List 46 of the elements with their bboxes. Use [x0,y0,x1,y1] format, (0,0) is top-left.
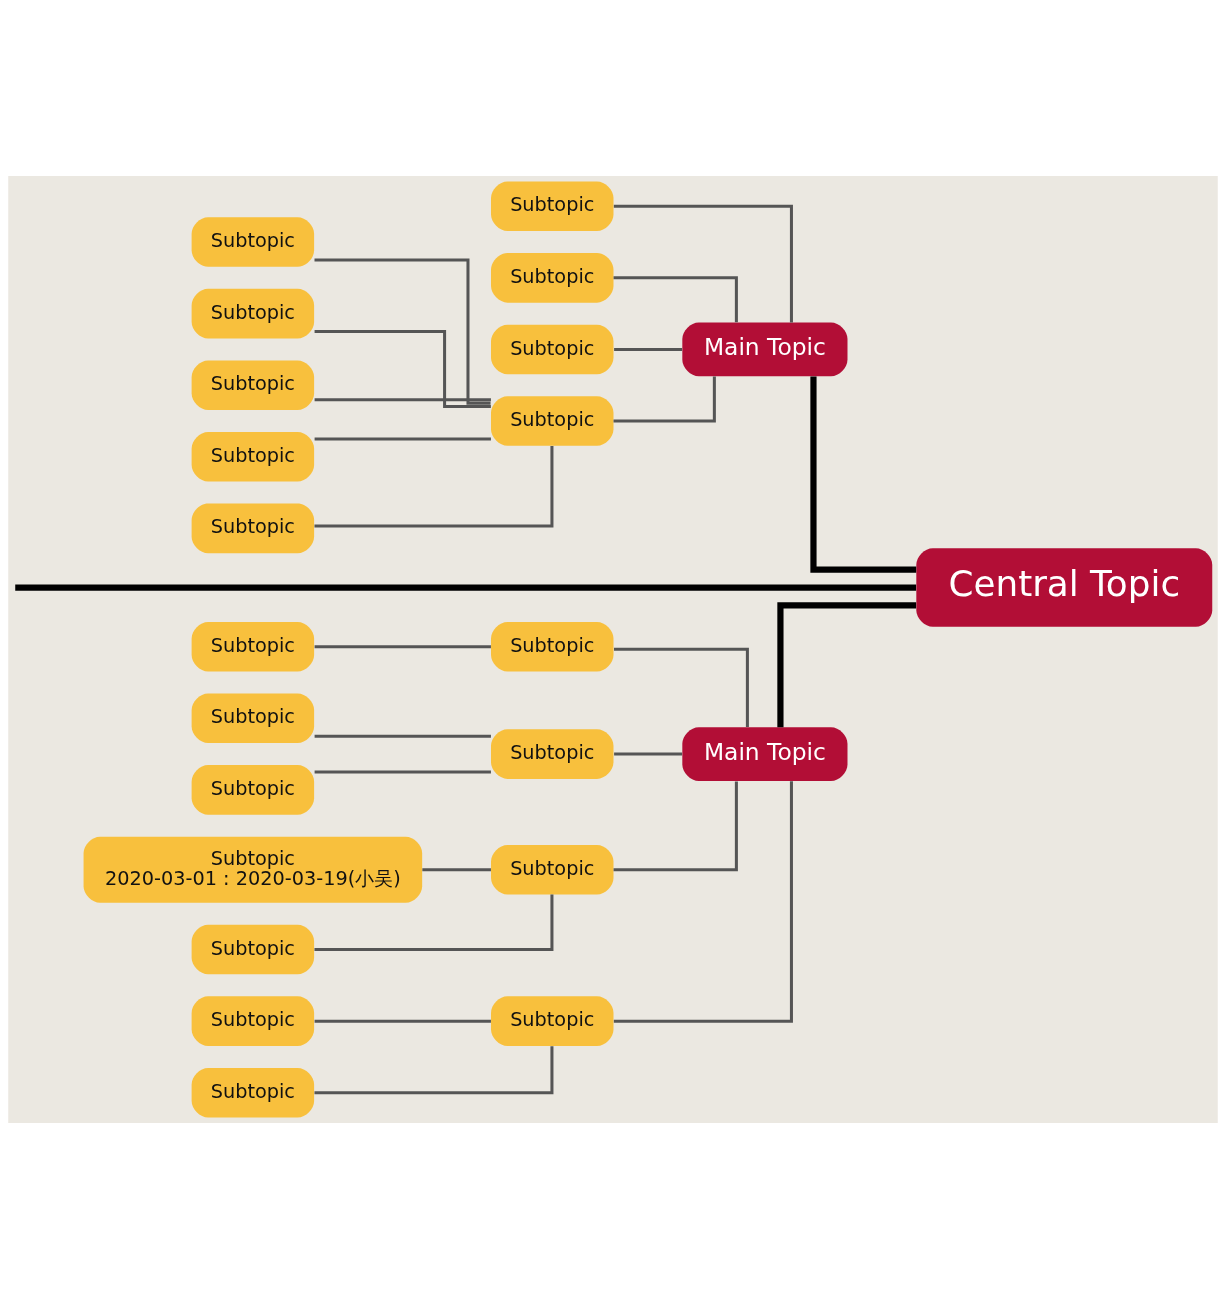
connector [314,258,491,405]
node-box: Subtopic [191,432,315,482]
node-box: Subtopic [491,181,614,232]
connector [314,398,491,402]
node-box: Subtopic [491,324,614,375]
connector [613,781,793,1023]
connector [314,437,491,441]
node-box: Subtopic [191,1067,315,1118]
node-box: Subtopic [191,924,315,975]
node-box: Central Topic [916,548,1213,627]
connector [314,645,491,649]
node-box: Subtopic [491,729,614,779]
connector [314,1019,491,1023]
connector [810,376,917,573]
connector [614,752,683,756]
node-box: Subtopic 2020-03-01 : 2020-03-19(小吴) [83,836,423,903]
node-box: Subtopic [191,217,315,267]
connector [613,781,738,872]
node-box: Subtopic [191,503,315,554]
connector [314,330,491,409]
node-box: Subtopic [491,396,614,446]
connector [422,868,491,872]
connector [613,204,793,323]
connector [613,376,716,423]
connector [613,276,738,323]
node-box: Subtopic [491,844,614,895]
node-box: Main Topic [682,322,848,377]
node-box: Subtopic [191,360,315,410]
node-box: Main Topic [682,727,848,781]
connector [314,894,554,952]
connector [314,770,491,774]
node-box: Subtopic [491,996,614,1046]
connector [614,647,749,728]
node-box: Subtopic [191,996,315,1046]
connector [15,584,917,591]
connector [314,445,554,528]
node-box: Subtopic [491,621,614,672]
node-box: Subtopic [191,621,315,672]
node-box: Subtopic [191,693,315,744]
node-box: Subtopic [491,253,614,303]
connector [777,602,917,728]
connector [614,347,683,351]
connector [314,734,491,738]
connector [314,1046,554,1095]
node-box: Subtopic [191,765,315,815]
node-box: Subtopic [191,288,315,339]
